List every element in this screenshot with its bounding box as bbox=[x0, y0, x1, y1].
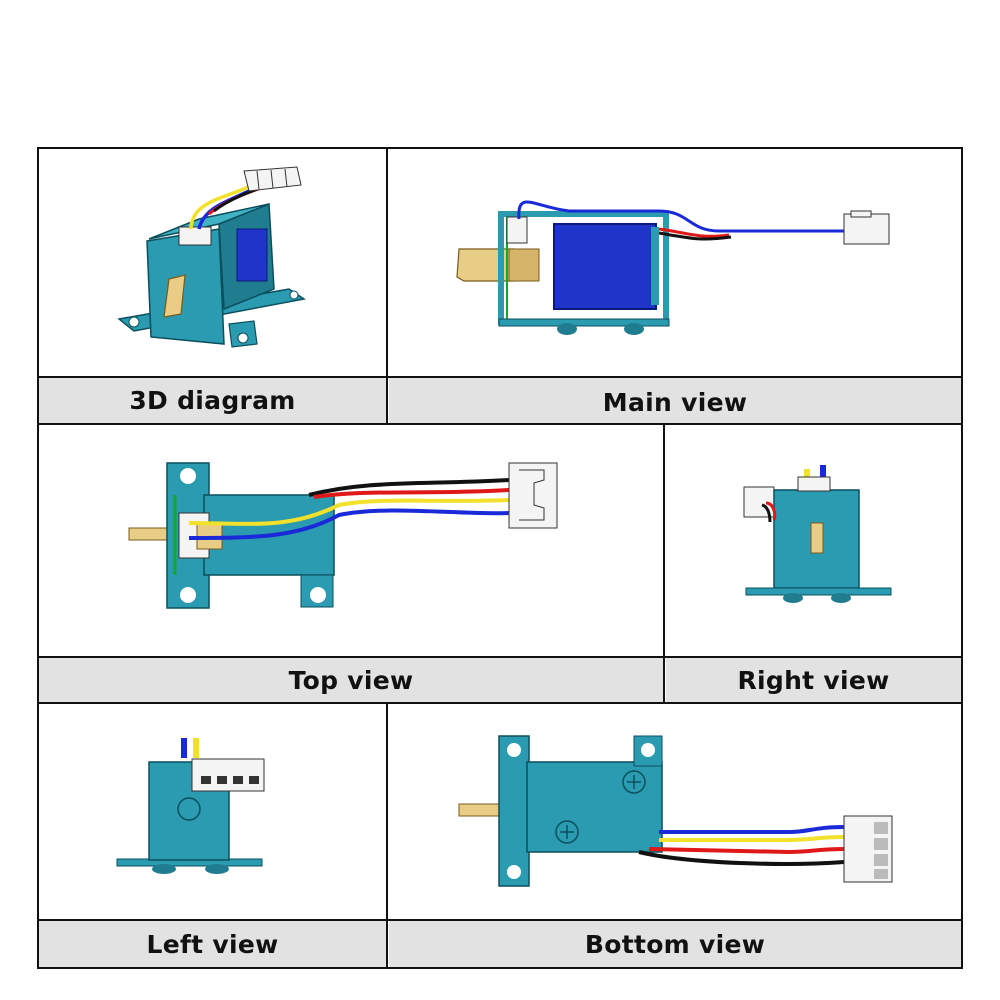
views-grid bbox=[37, 147, 963, 969]
view-left-image bbox=[39, 704, 386, 919]
view-main-image bbox=[389, 149, 961, 376]
grid-line bbox=[37, 919, 963, 921]
view-bottom-image bbox=[389, 704, 961, 919]
grid-line bbox=[37, 702, 963, 704]
view-top-image bbox=[39, 425, 663, 656]
grid-line bbox=[386, 147, 388, 425]
label-bottom-view: Bottom view bbox=[389, 921, 961, 967]
view-right-image bbox=[666, 425, 961, 656]
label-left-view: Left view bbox=[39, 921, 386, 967]
label-main-view: Main view bbox=[389, 378, 961, 423]
label-3d-diagram: 3D diagram bbox=[39, 378, 386, 423]
grid-line bbox=[37, 423, 963, 425]
label-right-view: Right view bbox=[666, 658, 961, 702]
grid-line bbox=[386, 702, 388, 969]
label-top-view: Top view bbox=[39, 658, 663, 702]
grid-line bbox=[37, 376, 963, 378]
grid-line bbox=[37, 656, 963, 658]
view-3d-image bbox=[39, 149, 386, 376]
grid-line bbox=[663, 423, 665, 704]
